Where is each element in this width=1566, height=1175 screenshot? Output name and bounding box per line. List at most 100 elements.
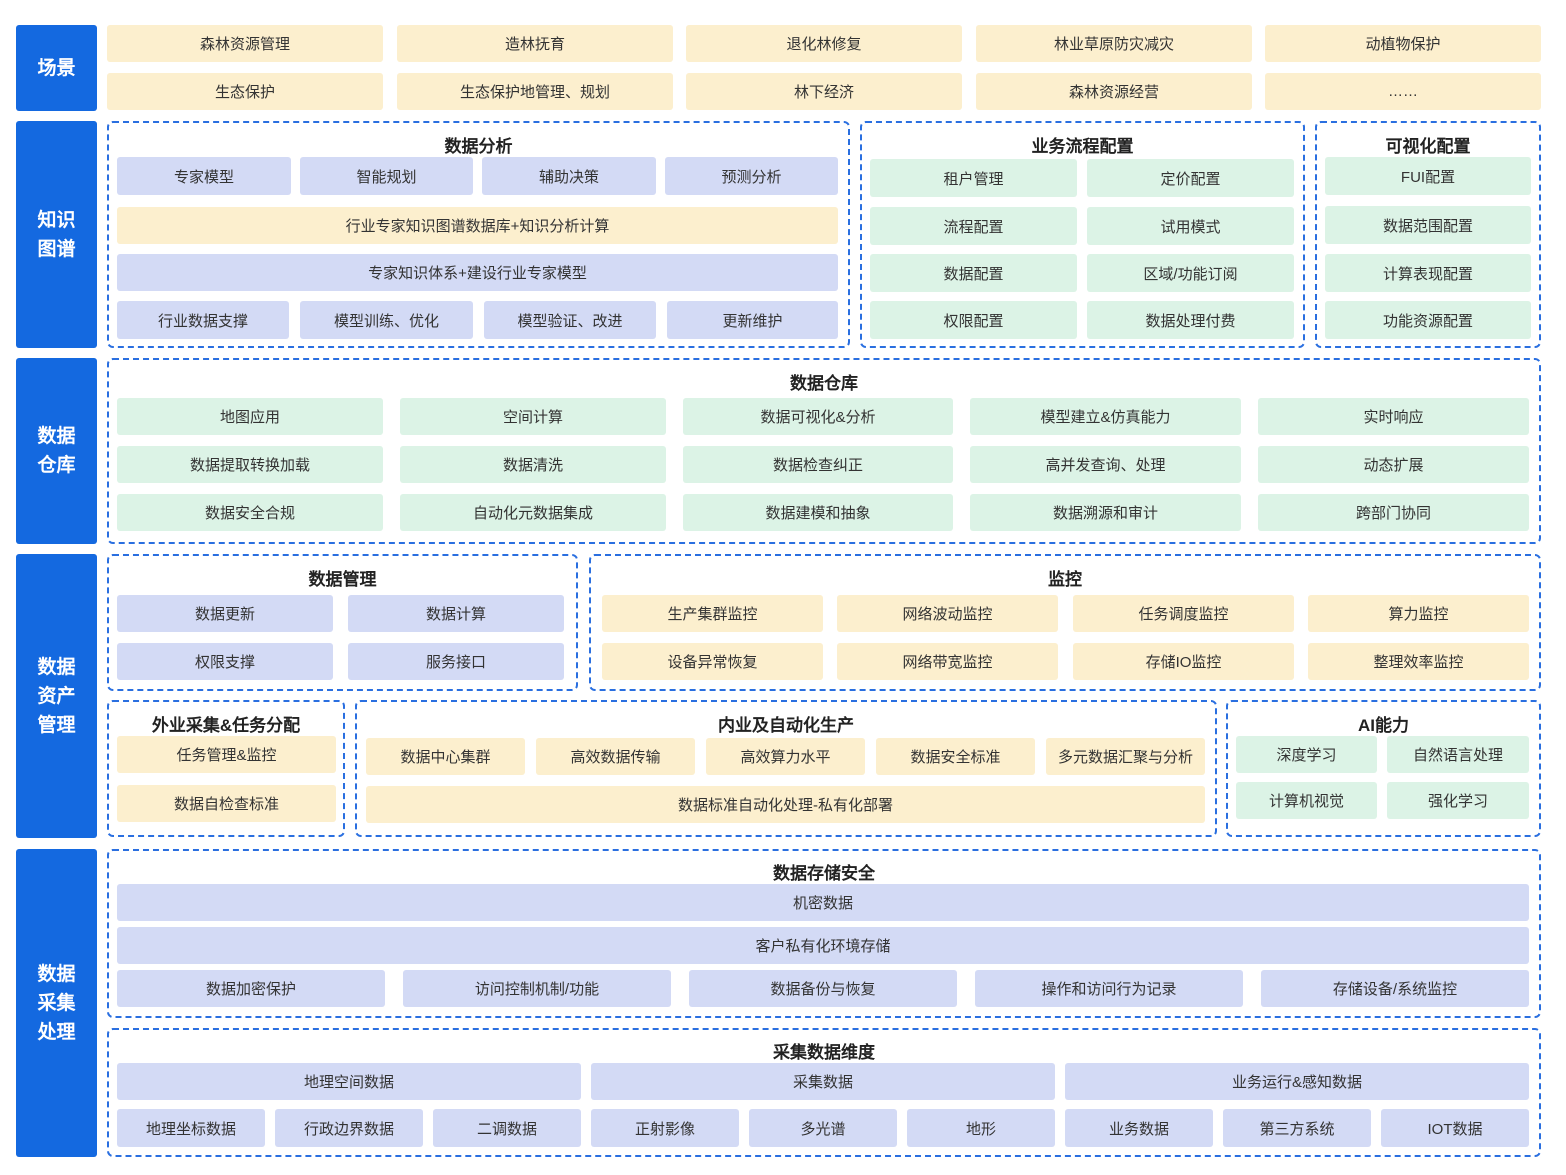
storage-item: 存储设备/系统监控	[1261, 970, 1529, 1007]
panel-title: 数据存储安全	[773, 864, 875, 883]
panel-title: 外业采集&任务分配	[151, 716, 301, 735]
warehouse-item: 动态扩展	[1258, 446, 1529, 483]
monitor-item: 整理效率监控	[1308, 643, 1529, 680]
scene-item: 退化林修复	[686, 25, 962, 62]
dimension-item: 地理坐标数据	[117, 1109, 265, 1147]
analysis-item: 更新维护	[667, 301, 838, 339]
internal-item: 高效数据传输	[536, 738, 695, 775]
panel-title: 数据仓库	[790, 374, 858, 393]
warehouse-item: 自动化元数据集成	[400, 494, 666, 531]
dimension-item: 多光谱	[749, 1109, 897, 1147]
analysis-item: 预测分析	[665, 157, 838, 195]
warehouse-item: 数据溯源和审计	[970, 494, 1241, 531]
ai-item: 强化学习	[1387, 782, 1529, 819]
monitor-item: 网络带宽监控	[837, 643, 1058, 680]
storage-wide-item: 机密数据	[117, 884, 1529, 921]
warehouse-item: 模型建立&仿真能力	[970, 398, 1241, 435]
dimension-item: 地形	[907, 1109, 1055, 1147]
panel-title: 数据分析	[444, 137, 513, 156]
panel-data-warehouse: 数据仓库	[107, 358, 1541, 544]
process-item: 数据处理付费	[1087, 301, 1294, 339]
dimension-group: 业务运行&感知数据	[1065, 1063, 1529, 1100]
monitor-item: 存储IO监控	[1073, 643, 1294, 680]
layer-label-knowledge-graph: 知识 图谱	[16, 121, 97, 348]
panel-title: 内业及自动化生产	[718, 716, 854, 735]
warehouse-item: 跨部门协同	[1258, 494, 1529, 531]
panel-title: 监控	[1048, 570, 1082, 589]
analysis-wide-item: 行业专家知识图谱数据库+知识分析计算	[117, 207, 838, 244]
scene-item: 森林资源管理	[107, 25, 383, 62]
management-item: 权限支撑	[117, 643, 333, 680]
internal-item: 多元数据汇聚与分析	[1046, 738, 1205, 775]
dimension-item: 第三方系统	[1223, 1109, 1371, 1147]
process-item: 权限配置	[870, 301, 1077, 339]
panel-internal-production: 内业及自动化生产	[355, 700, 1217, 837]
process-item: 定价配置	[1087, 159, 1294, 197]
warehouse-item: 数据检查纠正	[683, 446, 953, 483]
process-item: 区域/功能订阅	[1087, 254, 1294, 292]
panel-title: 采集数据维度	[773, 1043, 875, 1062]
scene-item: 生态保护	[107, 73, 383, 110]
warehouse-item: 实时响应	[1258, 398, 1529, 435]
dimension-group: 地理空间数据	[117, 1063, 581, 1100]
dimension-item: IOT数据	[1381, 1109, 1529, 1147]
dimension-item: 正射影像	[591, 1109, 739, 1147]
layer-label-data-warehouse: 数据 仓库	[16, 358, 97, 544]
panel-business-process-config: 业务流程配置	[860, 121, 1305, 348]
panel-title: 业务流程配置	[1031, 137, 1134, 156]
ai-item: 计算机视觉	[1236, 782, 1377, 819]
dimension-item: 二调数据	[433, 1109, 581, 1147]
monitor-item: 网络波动监控	[837, 595, 1058, 632]
internal-item: 数据中心集群	[366, 738, 525, 775]
scene-item: 生态保护地管理、规划	[397, 73, 673, 110]
scene-item: 森林资源经营	[976, 73, 1252, 110]
internal-item: 数据安全标准	[876, 738, 1035, 775]
storage-wide-item: 客户私有化环境存储	[117, 927, 1529, 964]
analysis-item: 模型验证、改进	[484, 301, 656, 339]
layer-label-data-asset-management: 数据 资产 管理	[16, 554, 97, 838]
process-item: 试用模式	[1087, 207, 1294, 245]
field-item: 任务管理&监控	[117, 736, 336, 773]
scene-item: 造林抚育	[397, 25, 673, 62]
warehouse-item: 地图应用	[117, 398, 383, 435]
process-item: 数据配置	[870, 254, 1077, 292]
analysis-item: 辅助决策	[482, 157, 656, 195]
scene-item: 动植物保护	[1265, 25, 1541, 62]
management-item: 数据计算	[348, 595, 564, 632]
management-item: 数据更新	[117, 595, 333, 632]
monitor-item: 设备异常恢复	[602, 643, 823, 680]
layer-label-scene: 场景	[16, 25, 97, 111]
panel-data-analysis: 数据分析	[107, 121, 850, 348]
layer-label-data-collection: 数据 采集 处理	[16, 849, 97, 1157]
process-item: 流程配置	[870, 207, 1077, 245]
storage-item: 数据备份与恢复	[689, 970, 957, 1007]
warehouse-item: 高并发查询、处理	[970, 446, 1241, 483]
analysis-item: 行业数据支撑	[117, 301, 289, 339]
ai-item: 深度学习	[1236, 736, 1377, 773]
storage-item: 数据加密保护	[117, 970, 385, 1007]
panel-title: AI能力	[1358, 716, 1409, 735]
panel-monitoring: 监控	[589, 554, 1541, 691]
storage-item: 操作和访问行为记录	[975, 970, 1243, 1007]
visual-item: 计算表现配置	[1325, 254, 1531, 292]
analysis-wide-item: 专家知识体系+建设行业专家模型	[117, 254, 838, 291]
process-item: 租户管理	[870, 159, 1077, 197]
panel-visualization-config: 可视化配置	[1315, 121, 1541, 348]
ai-item: 自然语言处理	[1387, 736, 1529, 773]
panel-data-management: 数据管理	[107, 554, 578, 691]
analysis-item: 模型训练、优化	[300, 301, 473, 339]
field-item: 数据自检查标准	[117, 785, 336, 822]
panel-collection-dimensions: 采集数据维度	[107, 1028, 1541, 1157]
scene-item: ……	[1265, 73, 1541, 110]
dimension-item: 行政边界数据	[275, 1109, 423, 1147]
warehouse-item: 数据安全合规	[117, 494, 383, 531]
warehouse-item: 数据清洗	[400, 446, 666, 483]
analysis-item: 智能规划	[300, 157, 473, 195]
visual-item: FUI配置	[1325, 157, 1531, 195]
warehouse-item: 数据提取转换加载	[117, 446, 383, 483]
panel-field-collection: 外业采集&任务分配	[107, 700, 345, 837]
storage-item: 访问控制机制/功能	[403, 970, 671, 1007]
analysis-item: 专家模型	[117, 157, 291, 195]
panel-title: 可视化配置	[1385, 137, 1471, 156]
monitor-item: 任务调度监控	[1073, 595, 1294, 632]
